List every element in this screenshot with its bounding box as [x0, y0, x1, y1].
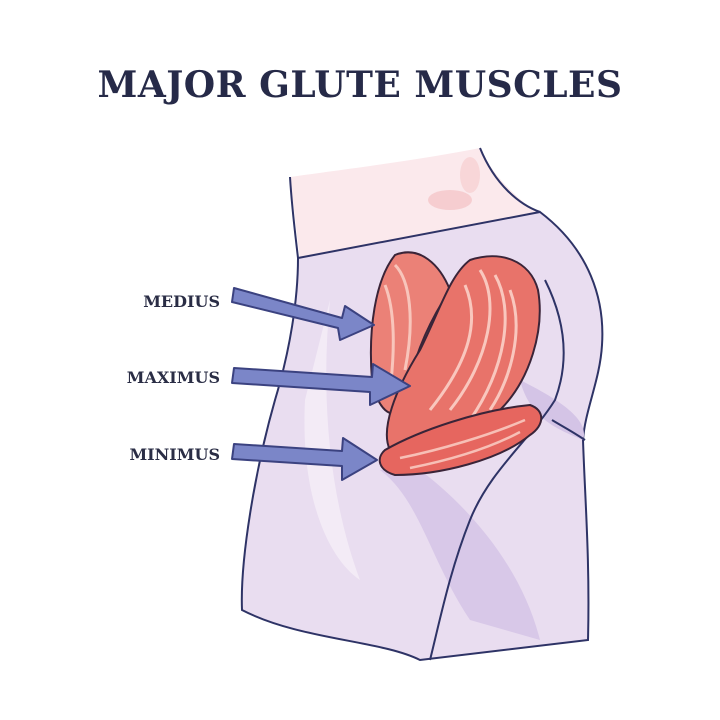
- arrow-minimus: [231, 437, 378, 481]
- label-maximus: MAXIMUS: [126, 368, 220, 387]
- diagram-title: MAJOR GLUTE MUSCLES: [97, 64, 623, 106]
- arrow-maximus: [231, 363, 411, 406]
- label-medius: MEDIUS: [143, 292, 220, 311]
- arrow-medius: [231, 287, 375, 341]
- label-minimus: MINIMUS: [129, 445, 220, 464]
- gluteus-minimus-muscle: [378, 403, 543, 477]
